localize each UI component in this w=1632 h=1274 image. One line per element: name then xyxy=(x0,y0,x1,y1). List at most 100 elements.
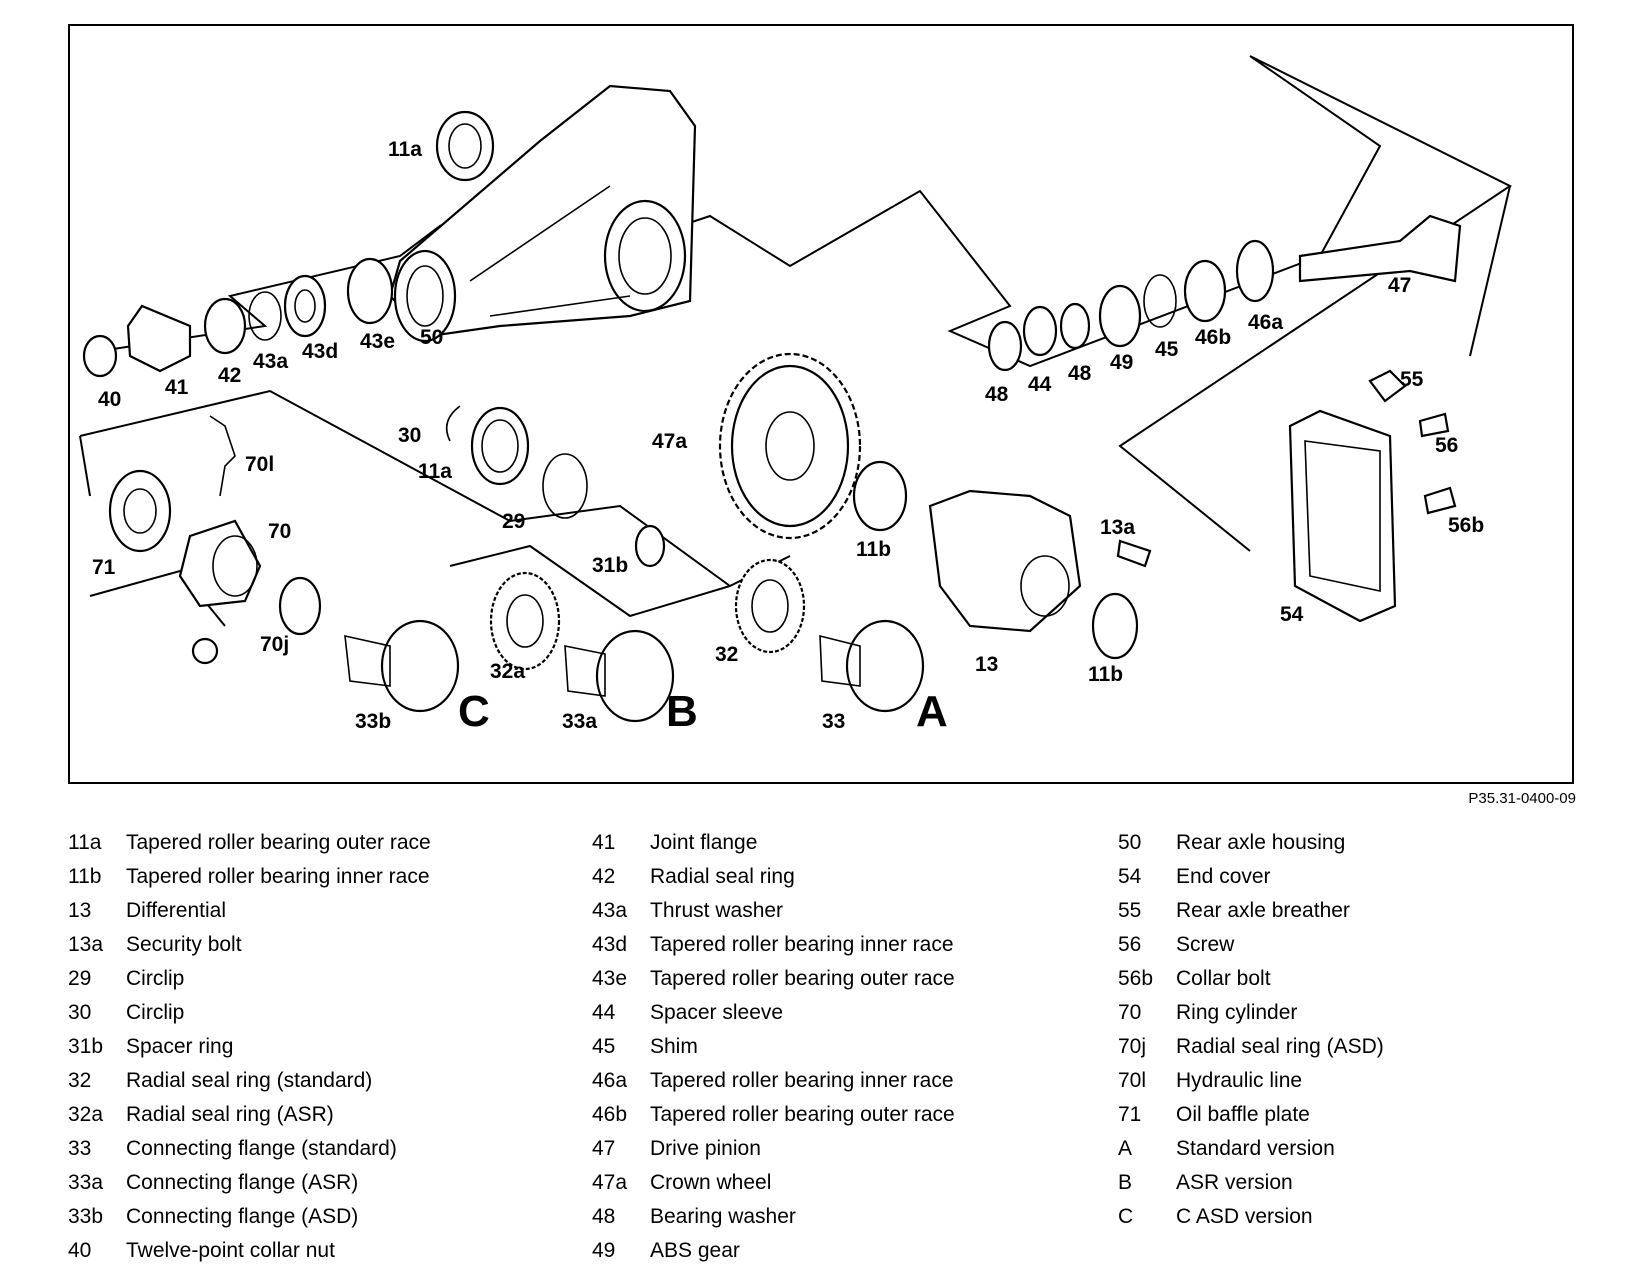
legend-item-id: 13a xyxy=(68,933,104,956)
callout-43d: 43d xyxy=(302,340,338,363)
exploded-diagram: 11a 40 41 42 43a 43d 43e 50 47 46a 46b 4… xyxy=(79,55,1512,736)
legend-item-text: Radial seal ring (ASR) xyxy=(126,1103,334,1126)
legend-row: 55 Rear axle breather xyxy=(1118,894,1384,928)
callout-46b: 46b xyxy=(1195,326,1231,349)
legend-item-id: 50 xyxy=(1118,831,1142,854)
callout-33a: 33a xyxy=(562,710,597,733)
legend-item-text: C ASD version xyxy=(1176,1205,1313,1228)
legend-item-text: Hydraulic line xyxy=(1176,1069,1303,1092)
legend-item-text: Tapered roller bearing outer race xyxy=(650,967,955,990)
variant-label-c: C xyxy=(458,687,490,736)
exploded-diagram-frame: 11a 40 41 42 43a 43d 43e 50 47 46a 46b 4… xyxy=(68,24,1574,784)
callout-33: 33 xyxy=(822,710,845,733)
legend-item-text: End cover xyxy=(1176,865,1271,888)
legend-item-id: 47 xyxy=(592,1137,616,1160)
drive-pinion-parts-row xyxy=(987,214,1462,372)
callout-11b-low: 11b xyxy=(1088,663,1123,686)
legend-row: 46a Tapered roller bearing inner race xyxy=(592,1064,955,1098)
legend-item-text: Connecting flange (standard) xyxy=(126,1137,397,1160)
legend-item-id: 30 xyxy=(68,1001,92,1024)
callout-13: 13 xyxy=(975,653,998,676)
callout-46a: 46a xyxy=(1248,311,1283,334)
legend-item-id: 48 xyxy=(592,1205,616,1228)
legend-item-id: 46a xyxy=(592,1069,628,1092)
variant-label-b: B xyxy=(666,687,698,736)
legend-row: C C ASD version xyxy=(1118,1200,1384,1234)
legend-item-id: 49 xyxy=(592,1239,616,1262)
legend-item-id: 43e xyxy=(592,967,628,990)
legend-item-id: C xyxy=(1118,1205,1134,1228)
legend-item-id: 55 xyxy=(1118,899,1142,922)
legend-item-text: Rear axle housing xyxy=(1176,831,1346,854)
legend-item-text: Connecting flange (ASD) xyxy=(126,1205,359,1228)
legend-item-text: Tapered roller bearing inner race xyxy=(650,1069,954,1092)
legend-item-id: 32 xyxy=(68,1069,92,1092)
legend-item-id: 33b xyxy=(68,1205,104,1228)
legend-item-text: Twelve-point collar nut xyxy=(126,1239,335,1262)
callout-70l: 70l xyxy=(245,453,274,476)
legend-row: 70l Hydraulic line xyxy=(1118,1064,1384,1098)
legend-item-id: 56b xyxy=(1118,967,1154,990)
connecting-flange-parts xyxy=(344,558,925,723)
callout-44: 44 xyxy=(1028,373,1052,396)
callout-11b-mid: 11b xyxy=(856,538,891,561)
legend-item-text: Tapered roller bearing inner race xyxy=(126,865,430,888)
callout-11a-mid: 11a xyxy=(418,460,452,483)
callout-31b: 31b xyxy=(592,554,628,577)
legend-item-text: Radial seal ring (ASD) xyxy=(1176,1035,1384,1058)
callout-43a: 43a xyxy=(253,350,288,373)
crown-wheel-part-47a xyxy=(718,352,862,540)
legend-row: 33 Connecting flange (standard) xyxy=(68,1132,431,1166)
legend-row: 56b Collar bolt xyxy=(1118,962,1384,996)
callout-47a: 47a xyxy=(652,430,687,453)
legend-item-id: 33 xyxy=(68,1137,92,1160)
legend-item-id: 56 xyxy=(1118,933,1142,956)
legend-row: 47 Drive pinion xyxy=(592,1132,955,1166)
callout-48-upper: 48 xyxy=(1068,362,1092,385)
legend-item-id: 41 xyxy=(592,831,616,854)
legend-item-text: Rear axle breather xyxy=(1176,899,1350,922)
legend-item-id: 43d xyxy=(592,933,628,956)
callout-33b: 33b xyxy=(355,710,391,733)
legend-item-text: Circlip xyxy=(126,1001,185,1024)
legend-item-text: Collar bolt xyxy=(1176,967,1271,990)
callout-56b: 56b xyxy=(1448,514,1484,537)
callout-32: 32 xyxy=(715,643,738,666)
legend-item-id: 11a xyxy=(68,831,102,854)
legend-item-id: 47a xyxy=(592,1171,628,1194)
callout-70j: 70j xyxy=(260,633,289,656)
callout-29: 29 xyxy=(502,510,525,533)
legend-item-text: Connecting flange (ASR) xyxy=(126,1171,359,1194)
callout-50: 50 xyxy=(420,326,443,349)
legend-row: 33a Connecting flange (ASR) xyxy=(68,1166,431,1200)
legend-item-text: Bearing washer xyxy=(650,1205,796,1228)
legend-item-text: Standard version xyxy=(1176,1137,1335,1160)
callout-40: 40 xyxy=(98,388,121,411)
legend-item-id: 70 xyxy=(1118,1001,1142,1024)
legend-item-id: 33a xyxy=(68,1171,104,1194)
legend-item-id: 70l xyxy=(1118,1069,1147,1092)
callout-55: 55 xyxy=(1400,368,1424,391)
legend-item-text: Drive pinion xyxy=(650,1137,761,1160)
end-cover-part-54 xyxy=(1288,369,1457,623)
legend-item-id: B xyxy=(1118,1171,1133,1194)
